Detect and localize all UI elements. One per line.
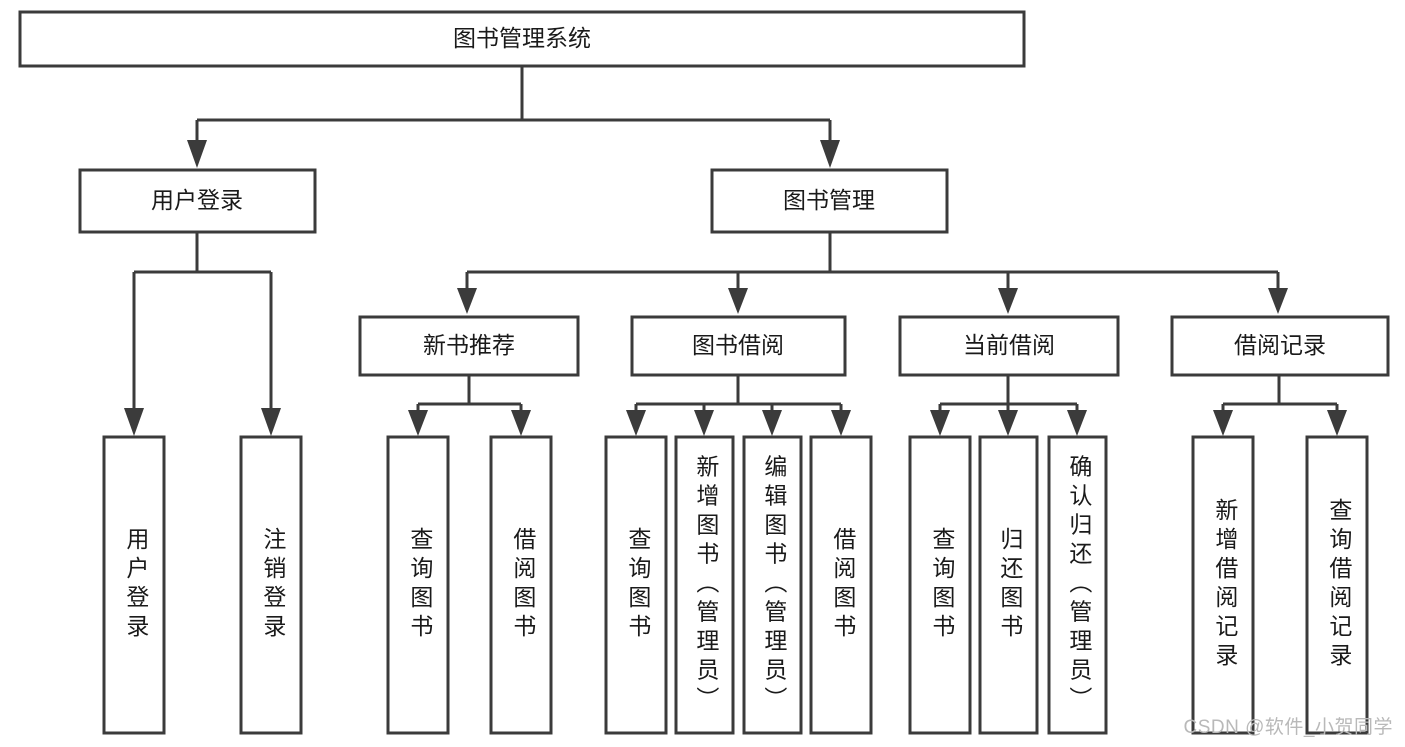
- node-leaf-borrow-lend[interactable]: 借阅图书: [809, 435, 873, 735]
- arrowhead-to-borrow: [728, 288, 748, 314]
- node-leaf-current-query-label: 查询图书: [929, 527, 956, 643]
- node-leaf-user-login[interactable]: 用户登录: [102, 435, 166, 735]
- node-records-box[interactable]: [1170, 315, 1390, 377]
- arrowhead-leaf-current-confirm: [1067, 410, 1087, 436]
- node-leaf-borrow-add-box[interactable]: [674, 435, 735, 735]
- node-leaf-newbook-borrow-label: 借阅图书: [510, 527, 537, 643]
- arrowhead-leaf-user-login: [124, 408, 144, 436]
- arrowhead-to-records: [1268, 288, 1288, 314]
- connector-group-bookmgmt-to-level2: [457, 232, 1288, 314]
- node-leaf-current-confirm[interactable]: 确认归还（管理员）: [1047, 435, 1108, 735]
- node-leaf-current-return[interactable]: 归还图书: [978, 435, 1039, 735]
- node-leaf-newbook-query-box[interactable]: [386, 435, 450, 735]
- node-root-label: 图书管理系统: [453, 25, 591, 51]
- node-borrow-label: 图书借阅: [692, 332, 784, 358]
- node-current-label: 当前借阅: [963, 332, 1055, 358]
- node-leaf-newbook-borrow[interactable]: 借阅图书: [489, 435, 553, 735]
- node-leaf-records-add-label: 新增借阅记录: [1212, 498, 1239, 672]
- node-borrow-box[interactable]: [630, 315, 847, 377]
- node-borrow[interactable]: 图书借阅: [630, 315, 847, 377]
- node-leaf-current-query-box[interactable]: [908, 435, 972, 735]
- node-bookmgmt-label: 图书管理: [783, 187, 875, 213]
- arrowhead-leaf-borrow-lend: [831, 410, 851, 436]
- node-leaf-borrow-edit-box[interactable]: [742, 435, 803, 735]
- arrowhead-leaf-user-logout: [261, 408, 281, 436]
- connector-group-login-to-leaves: [124, 232, 281, 436]
- node-login-label: 用户登录: [151, 187, 243, 213]
- node-current[interactable]: 当前借阅: [898, 315, 1120, 377]
- node-leaf-records-query-label: 查询借阅记录: [1326, 498, 1353, 672]
- arrowhead-leaf-records-query: [1327, 410, 1347, 436]
- node-login[interactable]: 用户登录: [78, 168, 317, 234]
- node-bookmgmt[interactable]: 图书管理: [710, 168, 949, 234]
- node-leaf-user-logout[interactable]: 注销登录: [239, 435, 303, 735]
- node-root-box[interactable]: [18, 10, 1026, 68]
- arrowhead-to-bookmgmt: [820, 140, 840, 168]
- node-leaf-records-query-box[interactable]: [1305, 435, 1369, 735]
- node-newbook-label: 新书推荐: [423, 332, 515, 358]
- node-leaf-borrow-add[interactable]: 新增图书（管理员）: [674, 435, 735, 735]
- node-records[interactable]: 借阅记录: [1170, 315, 1390, 377]
- node-leaf-user-logout-label: 注销登录: [260, 527, 287, 643]
- arrowhead-leaf-current-return: [998, 410, 1018, 436]
- node-leaf-current-query[interactable]: 查询图书: [908, 435, 972, 735]
- arrowhead-to-current: [998, 288, 1018, 314]
- watermark: CSDN @软件_小贺同学: [1183, 717, 1393, 738]
- arrowhead-leaf-newbook-query: [408, 410, 428, 436]
- node-leaf-borrow-edit[interactable]: 编辑图书（管理员）: [742, 435, 803, 735]
- node-leaf-borrow-add-label: 新增图书（管理员）: [693, 455, 720, 716]
- node-leaf-user-login-box[interactable]: [102, 435, 166, 735]
- node-leaf-user-logout-box[interactable]: [239, 435, 303, 735]
- node-current-box[interactable]: [898, 315, 1120, 377]
- arrowhead-leaf-current-query: [930, 410, 950, 436]
- node-leaf-current-confirm-box[interactable]: [1047, 435, 1108, 735]
- arrowhead-to-newbook: [457, 288, 477, 314]
- node-root[interactable]: 图书管理系统: [18, 10, 1026, 68]
- arrowhead-leaf-newbook-borrow: [511, 410, 531, 436]
- arrowhead-to-login: [187, 140, 207, 168]
- node-records-label: 借阅记录: [1234, 332, 1326, 358]
- connector-group-records-to-leaves: [1213, 375, 1347, 436]
- node-leaf-user-login-label: 用户登录: [123, 527, 150, 643]
- node-leaf-current-return-box[interactable]: [978, 435, 1039, 735]
- connector-group-current-to-leaves: [930, 375, 1087, 436]
- node-leaf-records-add-box[interactable]: [1191, 435, 1255, 735]
- node-leaf-records-query[interactable]: 查询借阅记录: [1305, 435, 1369, 735]
- arrowhead-leaf-borrow-edit: [762, 410, 782, 436]
- node-leaf-borrow-lend-box[interactable]: [809, 435, 873, 735]
- node-leaf-borrow-query-box[interactable]: [604, 435, 668, 735]
- node-leaf-borrow-edit-label: 编辑图书（管理员）: [761, 455, 788, 716]
- node-leaf-newbook-borrow-box[interactable]: [489, 435, 553, 735]
- node-leaf-current-return-label: 归还图书: [997, 527, 1024, 643]
- node-leaf-newbook-query[interactable]: 查询图书: [386, 435, 450, 735]
- arrowhead-leaf-borrow-query: [626, 410, 646, 436]
- node-bookmgmt-box[interactable]: [710, 168, 949, 234]
- node-newbook[interactable]: 新书推荐: [358, 315, 580, 377]
- arrowhead-leaf-borrow-add: [694, 410, 714, 436]
- connector-group-root-to-level1: [187, 66, 840, 168]
- connector-group-borrow-to-leaves: [626, 375, 851, 436]
- connector-group-newbook-to-leaves: [408, 375, 531, 436]
- node-leaf-borrow-query-label: 查询图书: [625, 527, 652, 643]
- node-leaf-newbook-query-label: 查询图书: [407, 527, 434, 643]
- node-leaf-borrow-lend-label: 借阅图书: [830, 527, 857, 643]
- node-leaf-borrow-query[interactable]: 查询图书: [604, 435, 668, 735]
- arrowhead-leaf-records-add: [1213, 410, 1233, 436]
- node-leaf-records-add[interactable]: 新增借阅记录: [1191, 435, 1255, 735]
- node-leaf-current-confirm-label: 确认归还（管理员）: [1066, 455, 1093, 716]
- node-newbook-box[interactable]: [358, 315, 580, 377]
- node-login-box[interactable]: [78, 168, 317, 234]
